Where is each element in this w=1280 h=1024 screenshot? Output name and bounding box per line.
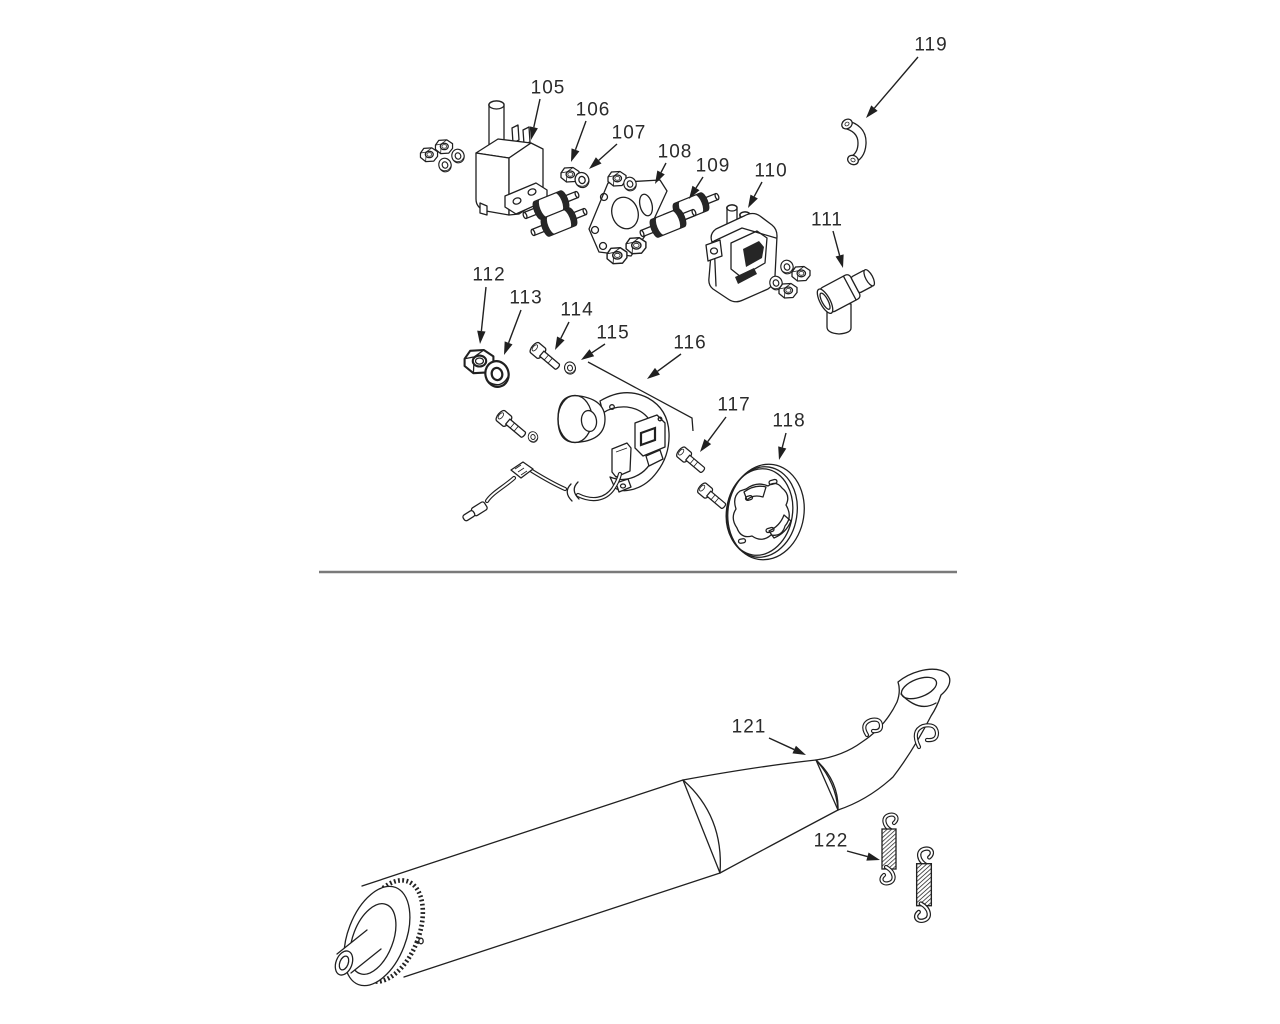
muffler-end-band <box>352 878 426 984</box>
callout-leader-122 <box>846 850 868 858</box>
callout-arrowhead-122 <box>866 852 880 861</box>
callout-leader-106 <box>574 120 587 151</box>
callout-arrowhead-116 <box>647 367 660 379</box>
wire-break-symbol <box>566 481 580 502</box>
spring-2 <box>916 849 932 921</box>
callout-arrowhead-109 <box>689 185 700 199</box>
callout-leader-110 <box>753 181 763 197</box>
bullet-terminal <box>462 501 488 522</box>
callout-leader-119 <box>873 56 919 109</box>
callout-label-106: 106 <box>576 100 611 121</box>
callout-label-113: 113 <box>509 288 542 309</box>
callout-label-114: 114 <box>560 300 593 321</box>
callout-leader-112 <box>480 286 487 332</box>
gasket-plate <box>588 170 668 265</box>
callout-arrowhead-110 <box>748 194 758 208</box>
assembly-bracket-line <box>587 361 694 432</box>
stator-bolt-and-washer <box>493 408 540 444</box>
exhaust-springs <box>882 815 932 921</box>
gasket-nut <box>606 247 628 265</box>
callout-label-122: 122 <box>814 831 849 852</box>
callout-label-109: 109 <box>696 156 731 177</box>
callout-label-118: 118 <box>772 411 805 432</box>
callout-label-108: 108 <box>658 142 693 163</box>
callout-arrowhead-117 <box>700 439 712 452</box>
callout-leader-115 <box>591 343 606 354</box>
spring-1 <box>882 815 897 884</box>
callout-leader-114 <box>560 321 570 339</box>
callout-leader-107 <box>598 143 618 161</box>
stator-assembly <box>462 392 670 522</box>
callout-leader-121 <box>768 737 795 751</box>
callout-label-119: 119 <box>914 35 947 56</box>
spring-hook-tabs <box>862 717 940 750</box>
callout-arrowhead-108 <box>655 170 665 184</box>
callout-leader-108 <box>660 162 667 173</box>
callout-label-116: 116 <box>673 333 706 354</box>
callout-label-105: 105 <box>531 78 566 99</box>
callout-arrowhead-113 <box>504 341 513 355</box>
callout-label-115: 115 <box>596 323 629 344</box>
mounting-bolts-117 <box>674 444 729 513</box>
callout-arrowhead-118 <box>778 446 787 460</box>
callout-leader-117 <box>707 416 727 442</box>
callout-label-110: 110 <box>754 161 787 182</box>
callout-arrowhead-119 <box>866 105 878 118</box>
pickup-coil <box>611 442 632 478</box>
callout-leader-105 <box>533 98 541 128</box>
exhaust-muffler <box>334 668 951 987</box>
callout-arrowhead-106 <box>571 148 580 162</box>
callout-leader-109 <box>695 176 704 189</box>
callout-leader-118 <box>781 432 787 448</box>
callout-leader-113 <box>507 309 522 344</box>
spade-terminal <box>510 461 534 479</box>
callout-leader-111 <box>832 230 841 256</box>
ignition-coil <box>475 100 548 216</box>
callout-label-121: 121 <box>732 717 767 738</box>
wire-ear <box>615 478 632 493</box>
callout-arrowhead-112 <box>477 330 486 344</box>
gasket-nut <box>625 237 647 255</box>
callout-label-111: 111 <box>811 210 843 231</box>
breather-hose <box>841 118 867 166</box>
flywheel-cup <box>725 463 805 561</box>
small-washer-115 <box>562 360 578 376</box>
ignition-module <box>634 414 666 467</box>
callout-arrowhead-111 <box>835 254 844 268</box>
callout-label-107: 107 <box>612 123 647 144</box>
callout-arrowhead-114 <box>555 336 565 350</box>
muffler-outlet-pipe <box>334 929 382 976</box>
rivet-hole <box>418 937 424 945</box>
callout-arrowhead-105 <box>529 126 538 140</box>
fuel-pump <box>705 204 811 303</box>
callout-label-117: 117 <box>717 395 750 416</box>
callout-leader-116 <box>657 353 682 372</box>
wire-harness <box>462 461 623 522</box>
magnet-rotor <box>557 394 606 444</box>
callout-arrowhead-121 <box>792 745 806 755</box>
callout-label-112: 112 <box>472 265 505 286</box>
callout-arrowhead-115 <box>581 349 595 360</box>
spark-plug-cap <box>816 268 876 335</box>
callout-arrowhead-107 <box>589 157 602 169</box>
coil-mounting-fasteners <box>419 139 467 174</box>
